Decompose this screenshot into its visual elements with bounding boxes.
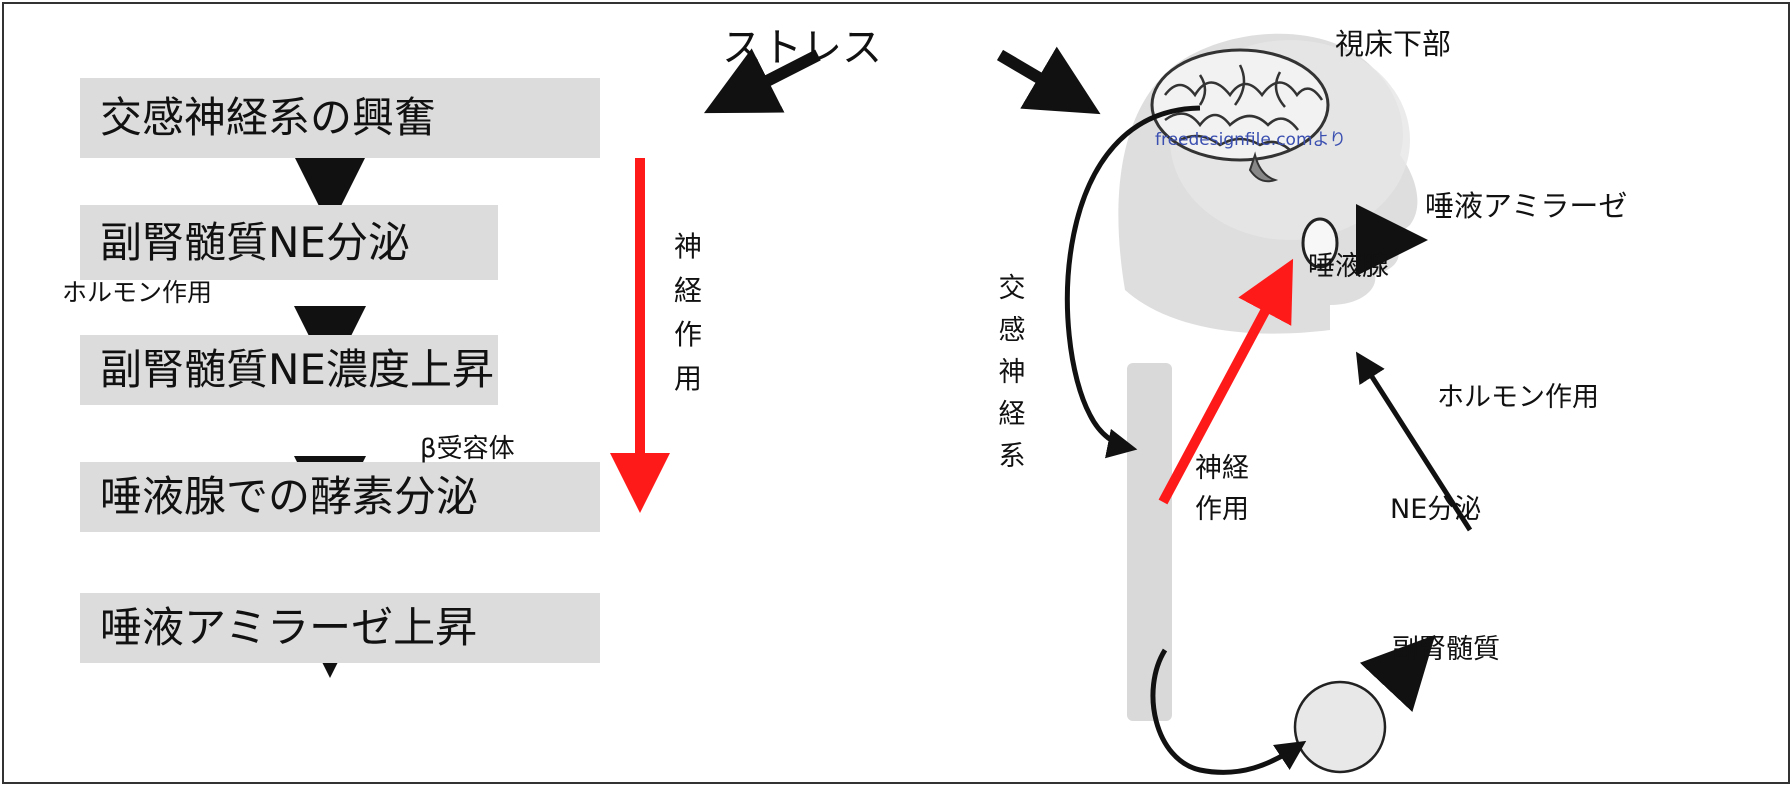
adrenal-ne-arrow — [1359, 634, 1436, 713]
flow-box-ne-secretion: 副腎髄質NE分泌 — [80, 205, 498, 280]
sympathetic-nervous-system-label: 交感神経系 — [998, 273, 1026, 472]
image-credit-label: freedesignfile.comより — [1155, 130, 1347, 150]
brain-image — [1150, 48, 1330, 183]
flow-box-enzyme-secretion-label: 唾液腺での酵素分泌 — [100, 472, 479, 521]
adrenal-circle — [1293, 680, 1387, 774]
salivary-amylase-label: 唾液アミラーゼ — [1425, 189, 1628, 223]
adrenal-medulla-label: 副腎髄質 — [1392, 634, 1500, 665]
hypothalamus-label: 視床下部 — [1335, 27, 1452, 61]
red-neural-arrow-right — [1158, 258, 1294, 505]
hormone-action-label-right: ホルモン作用 — [1437, 382, 1599, 413]
flow-box-amylase-rise: 唾液アミラーゼ上昇 — [80, 593, 600, 663]
flow-box-sympathetic: 交感神経系の興奮 — [80, 78, 600, 158]
stress-arrow-left — [703, 48, 821, 114]
spine-bar — [1127, 363, 1172, 721]
neural-action-label-line2: 作用 — [1195, 494, 1249, 525]
stress-arrow-right — [996, 46, 1101, 115]
hormone-arrow — [1355, 351, 1473, 532]
flow-box-enzyme-secretion: 唾液腺での酵素分泌 — [80, 462, 600, 532]
salivary-gland-shape — [1301, 217, 1339, 269]
beta-receptor-label: β受容体 — [420, 434, 515, 464]
spine-adrenal-arrow — [1150, 648, 1307, 775]
salivary-gland-label: 唾液腺 — [1308, 251, 1389, 282]
ne-secretion-label: NE分泌 — [1390, 494, 1482, 525]
flow-box-ne-concentration-label: 副腎髄質NE濃度上昇 — [100, 345, 494, 394]
hormone-action-label-left: ホルモン作用 — [62, 278, 213, 307]
neural-action-label-line1: 神経 — [1195, 453, 1249, 484]
stress-label: ストレス — [722, 25, 882, 71]
flow-box-ne-concentration: 副腎髄質NE濃度上昇 — [80, 335, 498, 405]
neural-action-vertical-label: 神経作用 — [673, 230, 702, 395]
sympathetic-curve-arrow — [1065, 105, 1201, 459]
flow-box-amylase-rise-label: 唾液アミラーゼ上昇 — [100, 603, 478, 652]
flow-box-sympathetic-label: 交感神経系の興奮 — [100, 93, 437, 142]
flow-box-ne-secretion-label: 副腎髄質NE分泌 — [100, 217, 410, 267]
